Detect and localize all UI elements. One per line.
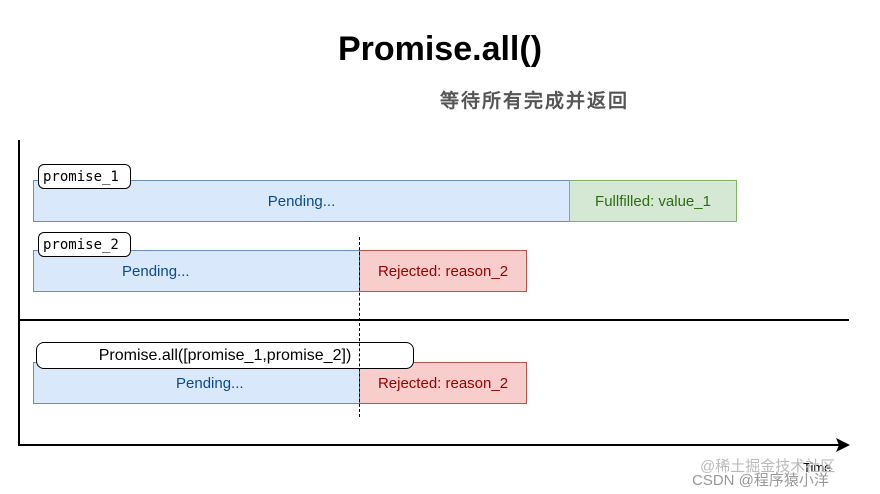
promise-2-rejected-bar: Rejected: reason_2: [359, 250, 527, 292]
promise-2-label: promise_2: [38, 232, 131, 257]
promise-all-pending-text: Pending...: [176, 374, 244, 392]
promise-2-rejected-text: Rejected: reason_2: [377, 262, 509, 280]
diagram-title: Promise.all(): [337, 30, 543, 68]
promise-2-pending-text: Pending...: [122, 262, 190, 280]
y-axis-line: [18, 140, 20, 444]
promise-1-pending-text: Pending...: [267, 192, 336, 210]
promise-all-label-text: Promise.all([promise_1,promise_2]): [98, 346, 352, 364]
promise-2-pending-bar: Pending...: [33, 250, 360, 292]
promise-all-rejected-text: Rejected: reason_2: [377, 374, 509, 392]
promise-1-label: promise_1: [38, 164, 131, 189]
promise-2-label-text: promise_2: [43, 236, 119, 253]
promise-all-rejected-bar: Rejected: reason_2: [359, 362, 527, 404]
promise-1-label-text: promise_1: [43, 168, 119, 185]
section-divider: [18, 319, 849, 321]
promise-1-fulfilled-text: Fullfilled: value_1: [595, 192, 711, 210]
rejection-time-marker: [359, 237, 360, 417]
promise-all-label: Promise.all([promise_1,promise_2]): [36, 342, 414, 369]
promise-all-pending-bar: Pending...: [33, 362, 360, 404]
x-axis-arrow-icon: [836, 438, 850, 452]
promise-1-fulfilled-bar: Fullfilled: value_1: [569, 180, 737, 222]
x-axis-line: [18, 444, 840, 446]
diagram-subtitle: 等待所有完成并返回: [440, 91, 630, 112]
x-axis-label: Time: [803, 460, 832, 475]
watermark-juejin: @稀土掘金技术社区: [700, 458, 836, 475]
watermark-csdn: CSDN @程序猿小洋: [692, 472, 829, 489]
